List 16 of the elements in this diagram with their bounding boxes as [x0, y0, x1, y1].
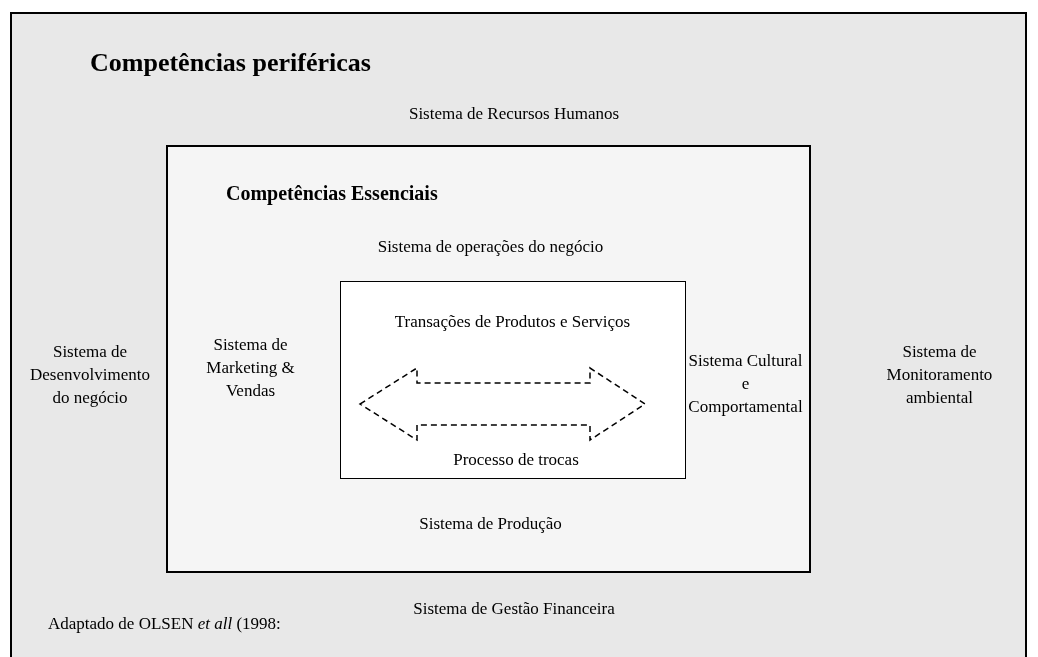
- heading: Competências periféricas: [90, 47, 372, 79]
- heading: Competências Essenciais: [226, 181, 439, 206]
- system-label: Sistema Cultural e Comportamental: [687, 350, 804, 418]
- process-label: Transações de Produtos e Serviços: [393, 311, 632, 333]
- source-note: Adaptado de OLSEN et all (1998:: [48, 613, 281, 635]
- system-label: Sistema de Produção: [418, 513, 563, 535]
- system-label: Sistema de Marketing & Vendas: [205, 334, 296, 402]
- system-label: Sistema de Recursos Humanos: [407, 103, 621, 125]
- system-label: Sistema de operações do negócio: [376, 236, 605, 258]
- core-competencies-box: [166, 145, 811, 573]
- peripheral-competencies-box: [10, 12, 1027, 657]
- system-label: Sistema de Gestão Financeira: [412, 598, 616, 620]
- process-label: Processo de trocas: [452, 449, 580, 471]
- inner-box: [340, 281, 686, 479]
- system-label: Sistema de Monitoramento ambiental: [885, 341, 994, 409]
- system-label: Sistema de Desenvolvimento do negócio: [29, 341, 151, 409]
